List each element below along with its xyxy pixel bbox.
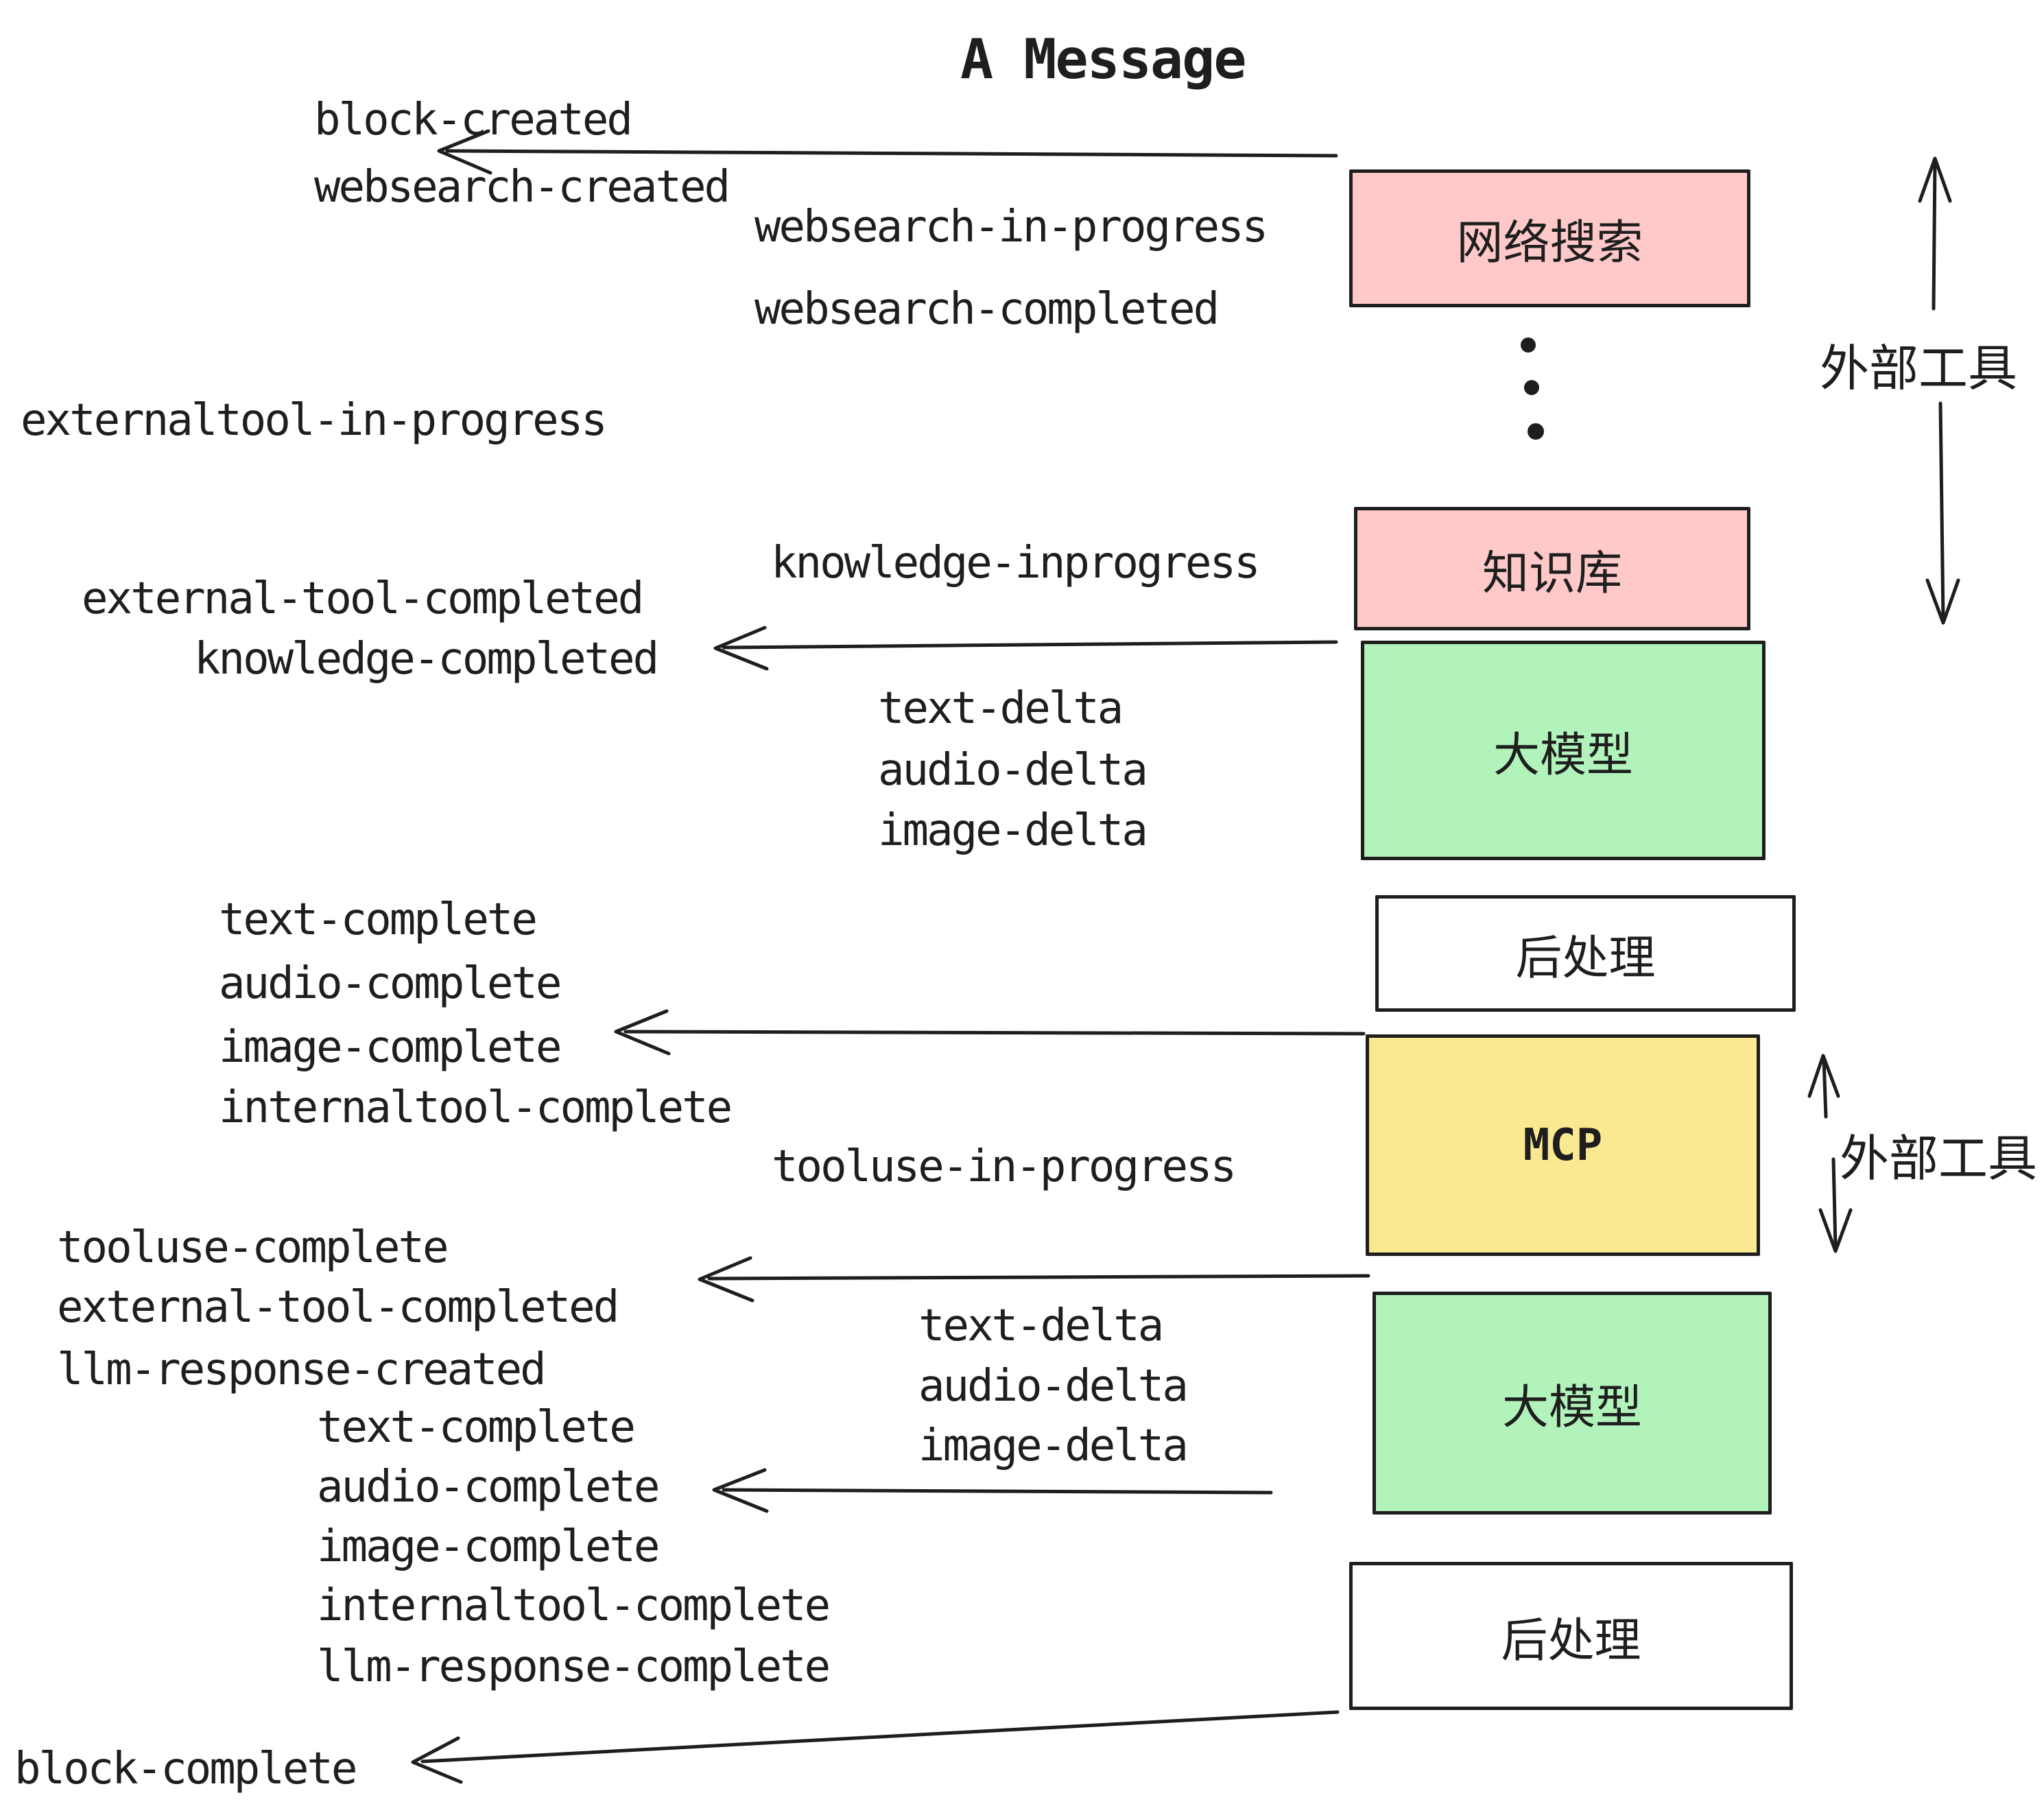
event-block-created: block-created (314, 95, 633, 145)
external-tools-label-1: 外部工具 (1820, 342, 2018, 396)
event-external-tool-completed-1: external-tool-completed (82, 573, 644, 624)
external-tools-label-2: 外部工具 (1840, 1132, 2038, 1187)
websearch-box: 网络搜索 (1349, 169, 1750, 307)
knowledge-box: 知识库 (1354, 507, 1750, 630)
event-externaltool-in-progress: externaltool-in-progress (21, 395, 608, 446)
event-image-delta-1: image-delta (878, 805, 1148, 856)
event-websearch-created: websearch-created (314, 162, 730, 213)
postprocess-box-2: 后处理 (1349, 1562, 1793, 1710)
arrow-tooluse-complete (698, 1256, 1370, 1303)
event-text-complete-1: text-complete (219, 894, 538, 945)
knowledge-box-label: 知识库 (1482, 547, 1622, 600)
postprocess-box-2-label: 后处理 (1501, 1614, 1641, 1667)
postprocess-box-1: 后处理 (1375, 895, 1796, 1012)
event-audio-complete-2: audio-complete (317, 1462, 660, 1512)
diagram-title: A Message (960, 27, 1246, 91)
event-audio-delta-1: audio-delta (878, 745, 1148, 796)
event-knowledge-inprogress: knowledge-inprogress (771, 538, 1261, 589)
event-internaltool-complete-2: internaltool-complete (317, 1580, 831, 1631)
event-tooluse-complete: tooluse-complete (57, 1222, 449, 1273)
postprocess-box-1-label: 后处理 (1515, 931, 1656, 984)
llm-box-2: 大模型 (1372, 1292, 1772, 1515)
llm-box-2-label: 大模型 (1501, 1381, 1642, 1434)
event-internaltool-complete-1: internaltool-complete (219, 1082, 733, 1133)
event-tooluse-in-progress: tooluse-in-progress (772, 1141, 1237, 1192)
websearch-box-label: 网络搜索 (1456, 217, 1643, 269)
llm-box-1: 大模型 (1361, 641, 1766, 860)
mcp-box-label: MCP (1523, 1119, 1603, 1171)
event-text-delta-1: text-delta (878, 683, 1124, 734)
event-image-complete-2: image-complete (317, 1521, 660, 1572)
arrow-audio-complete (712, 1468, 1273, 1513)
arrow-knowledge-completed (713, 626, 1338, 671)
arrow-block-complete (411, 1710, 1340, 1784)
event-external-tool-completed-2: external-tool-completed (57, 1282, 619, 1333)
event-llm-response-complete: llm-response-complete (317, 1641, 831, 1692)
event-websearch-completed: websearch-completed (754, 284, 1220, 335)
llm-box-1-label: 大模型 (1493, 728, 1633, 781)
event-websearch-in-progress: websearch-in-progress (754, 202, 1268, 252)
event-llm-response-created: llm-response-created (57, 1344, 547, 1395)
mcp-box: MCP (1366, 1034, 1760, 1256)
event-knowledge-completed: knowledge-completed (194, 634, 659, 685)
event-text-delta-2: text-delta (918, 1301, 1164, 1351)
event-block-complete: block-complete (14, 1744, 357, 1794)
event-audio-delta-2: audio-delta (918, 1361, 1189, 1412)
arrow-image-complete (614, 1009, 1366, 1056)
event-audio-complete-1: audio-complete (219, 958, 562, 1009)
ellipsis-dots (1521, 337, 1544, 440)
event-image-complete-1: image-complete (219, 1022, 562, 1073)
event-image-delta-2: image-delta (918, 1421, 1189, 1471)
event-text-complete-2: text-complete (317, 1402, 636, 1453)
